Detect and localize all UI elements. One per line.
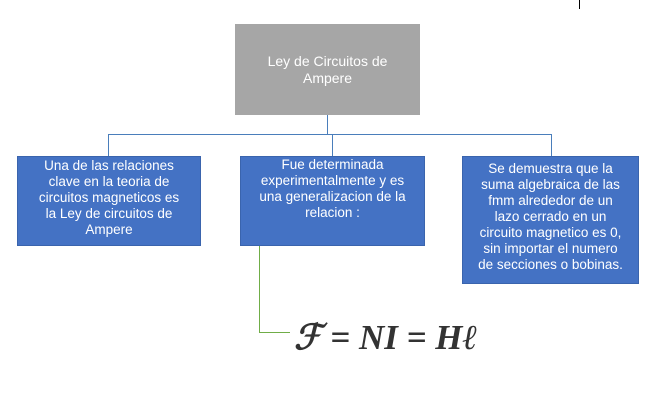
child-node-3: Se demuestra que la suma algebraica de l… <box>462 156 639 284</box>
child-node-2-label: Fue determinada experimentalmente y es u… <box>259 157 406 220</box>
root-node-label: Ley de Circuitos de Ampere <box>267 52 388 86</box>
root-node: Ley de Circuitos de Ampere <box>235 24 420 115</box>
child-node-2: Fue determinada experimentalmente y es u… <box>240 156 425 246</box>
child-node-3-label: Se demuestra que la suma algebraica de l… <box>478 161 623 272</box>
ampere-formula: ℱ = NI = Hℓ <box>294 318 478 357</box>
child-node-1: Una de las relaciones clave en la teoria… <box>17 156 201 246</box>
child-node-1-label: Una de las relaciones clave en la teoria… <box>38 158 180 237</box>
connector-formula <box>259 246 290 333</box>
